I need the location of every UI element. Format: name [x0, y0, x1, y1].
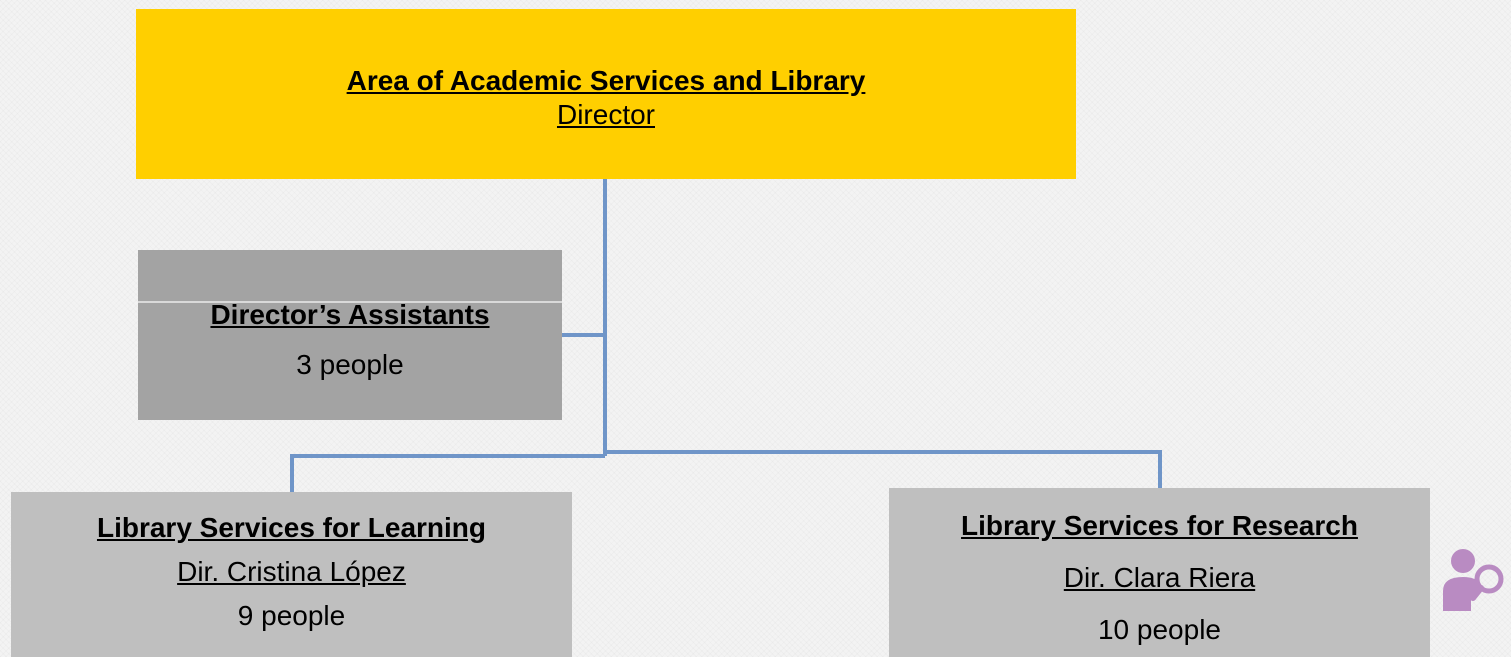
director-box: Area of Academic Services and Library Di…	[136, 9, 1076, 179]
research-box-head: Dir. Clara Riera	[1063, 562, 1256, 593]
learning-box: Library Services for Learning Dir. Crist…	[11, 492, 572, 657]
director-box-role: Director	[556, 99, 655, 130]
research-box: Library Services for Research Dir. Clara…	[889, 488, 1430, 657]
research-box-title: Library Services for Research	[961, 510, 1358, 541]
learning-box-count: 9 people	[237, 600, 346, 631]
connector-learning	[290, 454, 605, 492]
learning-box-head: Dir. Cristina López	[177, 556, 406, 587]
connector-research	[605, 450, 1162, 488]
user-search-icon	[1443, 549, 1504, 611]
research-box-count: 10 people	[1097, 614, 1221, 645]
director-box-title: Area of Academic Services and Library	[346, 65, 866, 96]
assistants-box-count: 3 people	[296, 349, 404, 380]
assistants-box: Director’s Assistants 3 people	[138, 250, 562, 420]
assistants-box-title: Director’s Assistants	[210, 299, 490, 330]
learning-box-title: Library Services for Learning	[96, 512, 487, 543]
